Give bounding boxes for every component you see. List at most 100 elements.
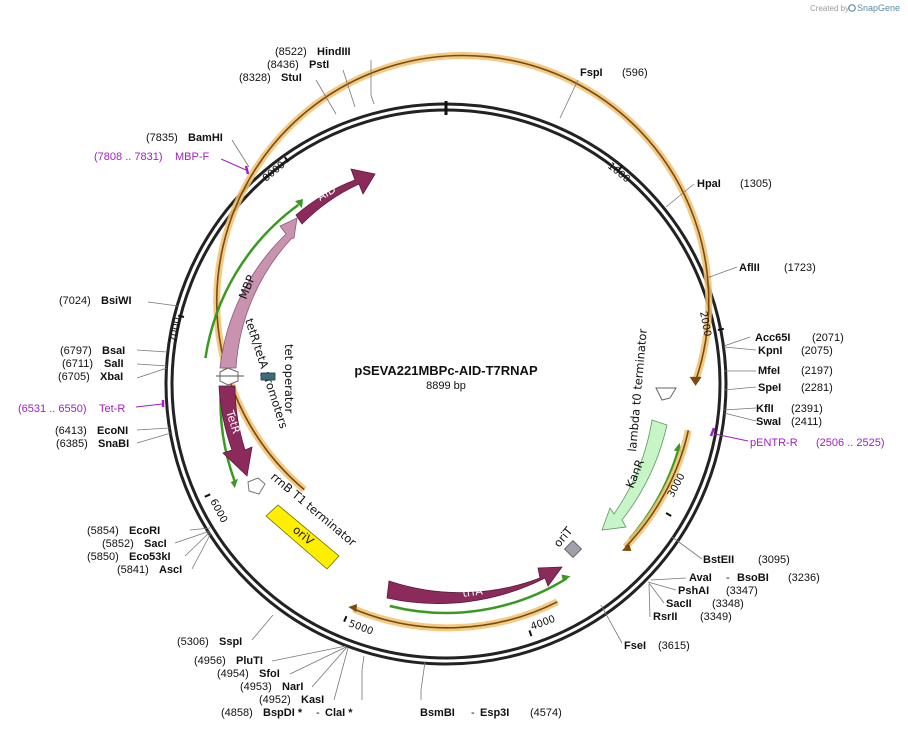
tick-label: 7000 <box>168 316 184 343</box>
leader-line <box>289 646 347 675</box>
leader-line <box>136 349 168 353</box>
tick-mark <box>618 164 624 171</box>
site-pos: (5850) <box>87 551 119 563</box>
orf-arc-large-arrow <box>689 376 702 386</box>
tetr-feature <box>218 385 253 477</box>
site-name: BspDI * <box>263 707 303 719</box>
leader-line <box>271 645 347 662</box>
site-name: SalI <box>104 358 124 370</box>
site-pos: (3615) <box>658 640 690 652</box>
mbp-feature <box>219 217 298 369</box>
site-name-alt: ClaI * <box>325 707 353 719</box>
primer-pos: (6531 .. 6550) <box>18 403 87 415</box>
leader-line <box>559 79 579 119</box>
primer-arc-bottom-arrow <box>561 574 571 582</box>
leader-line <box>665 183 695 208</box>
site-name: BsaI <box>102 345 125 357</box>
primer-pos: (7808 .. 7831) <box>94 151 163 163</box>
site-name: MfeI <box>758 365 780 377</box>
site-name: AflII <box>739 262 760 274</box>
site-name: BstEII <box>703 554 734 566</box>
tick-mark <box>717 327 724 331</box>
site-pos: (6413) <box>55 425 87 437</box>
orf-arc-large-line <box>216 54 710 491</box>
site-name: Eco53kI <box>129 551 171 563</box>
leader-line <box>251 614 274 641</box>
leader-line <box>191 532 212 570</box>
leader-line <box>723 336 751 347</box>
site-name: SacII <box>666 598 692 610</box>
primer-leader-mbp-f <box>220 158 247 171</box>
tick-mark <box>204 493 211 498</box>
site-pos: (2075) <box>801 345 833 357</box>
site-name-alt: BsoBI <box>737 572 769 584</box>
leader-line <box>136 367 168 379</box>
site-name: PluTI <box>236 655 263 667</box>
site-name: KflI <box>756 403 774 415</box>
leader-line <box>723 346 757 351</box>
site-separator: - <box>471 707 475 719</box>
credit-brand: SnapGene <box>857 3 900 13</box>
orf-arcs <box>204 52 713 632</box>
site-name: SpeI <box>758 382 781 394</box>
leader-line <box>315 79 337 115</box>
site-pos: (6797) <box>60 345 92 357</box>
site-name: SnaBI <box>98 438 129 450</box>
leader-line <box>723 407 757 411</box>
site-name: KpnI <box>758 345 782 357</box>
site-pos: (596) <box>622 67 648 79</box>
site-name: XbaI <box>100 371 123 383</box>
site-pos: (3348) <box>712 598 744 610</box>
site-name: StuI <box>281 72 302 84</box>
tet-operator-icon <box>260 372 276 381</box>
primer-name: pENTR-R <box>750 437 798 449</box>
kanr-feature <box>601 419 668 531</box>
site-name: PshAI <box>678 585 709 597</box>
site-pos: (4952) <box>259 694 291 706</box>
trfa-label: trfA <box>462 584 484 600</box>
leader-line <box>647 581 677 591</box>
site-pos: (8328) <box>239 72 271 84</box>
orf-arc-bottom-arrow <box>348 604 357 612</box>
leader-line <box>370 60 375 105</box>
site-name: SspI <box>219 636 242 648</box>
site-name: AscI <box>159 564 182 576</box>
site-pos: (5841) <box>117 564 149 576</box>
plasmid-name: pSEVA221MBPc-AID-T7RNAP <box>354 363 538 378</box>
operator-label: tet operator <box>282 344 296 413</box>
primer-mark-pentr-r <box>709 427 716 437</box>
primer-name: Tet-R <box>99 403 125 415</box>
leader-line <box>147 301 179 307</box>
site-pos: (7835) <box>146 132 178 144</box>
credit: Created by SnapGene <box>810 3 900 13</box>
site-pos: (4953) <box>240 681 272 693</box>
site-name: FspI <box>580 67 603 79</box>
tick-mark <box>283 156 290 163</box>
leader-line <box>648 583 651 618</box>
leader-line <box>648 582 665 604</box>
leader-line <box>189 527 211 531</box>
site-name: SfoI <box>259 668 280 680</box>
site-name: EcoRI <box>129 525 160 537</box>
site-pos: (4858) <box>221 707 253 719</box>
plasmid-length: 8899 bp <box>426 380 466 392</box>
orf-arc-bottom-line <box>353 601 558 629</box>
site-pos: (3095) <box>758 554 790 566</box>
site-name: BamHI <box>188 132 223 144</box>
oriv-feature <box>265 504 340 570</box>
leader-line <box>174 530 211 544</box>
site-leader-lines <box>136 60 757 701</box>
site-name: SwaI <box>756 416 781 428</box>
site-separator: - <box>316 707 320 719</box>
site-name: SacI <box>144 538 167 550</box>
leader-line <box>136 363 168 367</box>
site-pos: (5854) <box>87 525 119 537</box>
leader-line <box>136 432 172 444</box>
trfa-feature <box>386 566 563 604</box>
leader-line <box>136 427 171 431</box>
site-pos: (1723) <box>784 262 816 274</box>
site-name: BsmBI <box>420 707 455 719</box>
site-pos: (4956) <box>194 655 226 667</box>
orit-feature <box>563 539 583 559</box>
leader-line <box>600 604 623 644</box>
